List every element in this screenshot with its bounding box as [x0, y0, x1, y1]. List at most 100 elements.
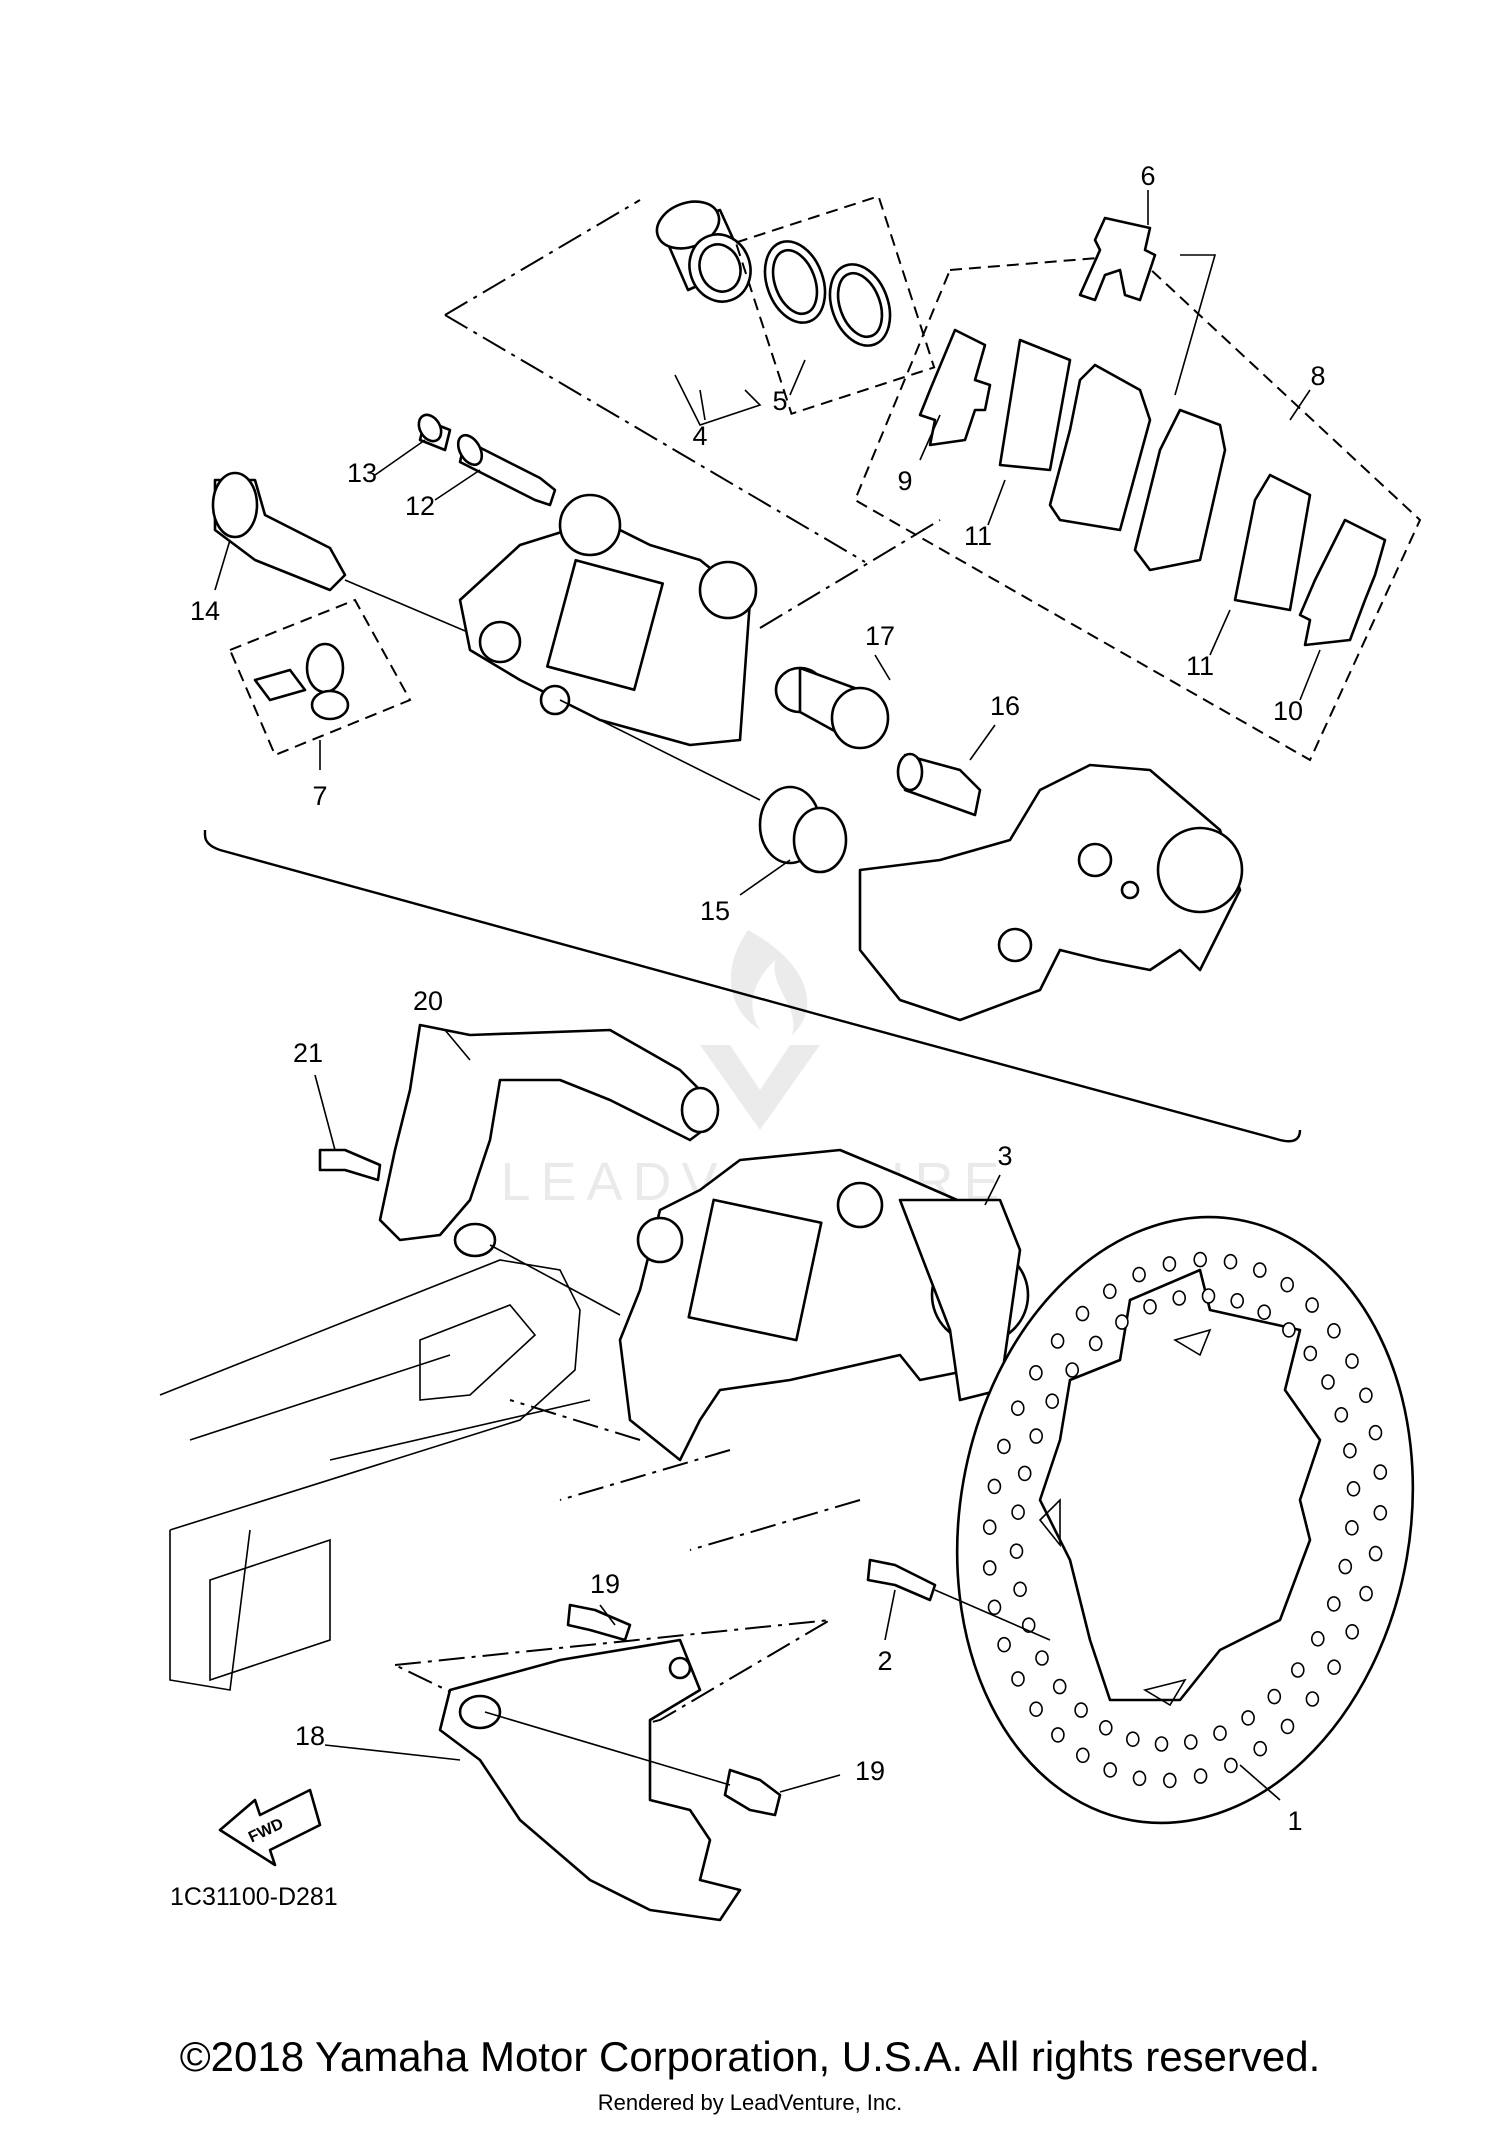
- disc-hole: [1373, 1464, 1388, 1480]
- disc-hole: [1154, 1736, 1169, 1752]
- piston-seals: [763, 240, 892, 347]
- disc-hole: [1373, 1505, 1388, 1521]
- disc-hole: [1253, 1740, 1267, 1757]
- disc-hole: [1253, 1262, 1267, 1278]
- disc-hole: [1193, 1251, 1207, 1268]
- disc-hole: [1213, 1725, 1227, 1741]
- brake-pad-spring: [1078, 216, 1157, 302]
- callout-5: 5: [772, 386, 787, 416]
- sliding-pin-16: [896, 752, 982, 817]
- callout-4: 4: [692, 421, 707, 451]
- disc-bolt: [866, 1558, 937, 1602]
- disc-hole: [1359, 1387, 1373, 1404]
- disc-hole: [982, 1560, 997, 1576]
- disc-hole: [1346, 1481, 1361, 1497]
- disc-hole: [1052, 1678, 1067, 1695]
- callout-19-bottom: 19: [855, 1756, 885, 1786]
- disc-hole: [1291, 1662, 1305, 1678]
- disc-hole: [1172, 1290, 1186, 1306]
- disc-hole: [997, 1636, 1011, 1653]
- callout-11-right: 11: [1186, 651, 1214, 681]
- disc-hole: [1345, 1624, 1359, 1640]
- disc-hole: [1029, 1428, 1043, 1444]
- disc-hole: [1334, 1407, 1349, 1423]
- disc-hole: [1162, 1256, 1177, 1272]
- disc-hole: [1305, 1297, 1319, 1313]
- disc-hole: [1338, 1558, 1353, 1575]
- callout-numbers: 1 2 3 4 5 6 7 8 9 10 11 11 12 13 14 15 1…: [190, 161, 1326, 1836]
- disc-hole: [1011, 1671, 1025, 1687]
- disc-hole: [1029, 1365, 1043, 1381]
- disc-hole: [987, 1478, 1002, 1495]
- disc-hole: [1345, 1520, 1359, 1536]
- rendered-by-credit: Rendered by LeadVenture, Inc.: [597, 2090, 903, 2115]
- callout-6: 6: [1140, 161, 1155, 191]
- callout-7: 7: [312, 781, 327, 811]
- callout-20: 20: [413, 986, 443, 1016]
- swingarm: [159, 1259, 591, 1691]
- callout-8: 8: [1310, 361, 1325, 391]
- disc-hole: [1267, 1688, 1282, 1705]
- disc-hole: [1017, 1465, 1032, 1482]
- disc-hole: [1143, 1299, 1157, 1315]
- callout-10: 10: [1273, 696, 1303, 726]
- sliding-pin-boot-17: [774, 666, 890, 750]
- disc-hole: [1050, 1333, 1065, 1349]
- callout-21: 21: [293, 1038, 323, 1068]
- guard-bolt: [318, 1148, 382, 1182]
- disc-hole: [1345, 1353, 1359, 1369]
- caliper-bolt: [211, 471, 347, 592]
- callout-2: 2: [877, 1646, 892, 1676]
- disc-hole: [1115, 1314, 1129, 1330]
- callout-12: 12: [405, 491, 435, 521]
- copyright-notice: ©2018 Yamaha Motor Corporation, U.S.A. A…: [179, 2033, 1321, 2080]
- callout-19-top: 19: [590, 1569, 620, 1599]
- disc-hole: [1303, 1345, 1318, 1362]
- disc-hole: [1035, 1650, 1049, 1666]
- disc-hole: [1051, 1727, 1065, 1743]
- disc-hole: [982, 1519, 997, 1535]
- disc-hole: [1065, 1362, 1079, 1378]
- bolt-19-top: [566, 1603, 632, 1642]
- callout-14: 14: [190, 596, 220, 626]
- disc-hole: [1282, 1322, 1296, 1338]
- disc-hole: [1132, 1266, 1146, 1283]
- caliper-bracket-upper: [858, 763, 1244, 1022]
- pad-pin-plug: [417, 413, 452, 452]
- disc-hole: [1011, 1504, 1025, 1520]
- forward-arrow-icon: FWD: [218, 1788, 322, 1867]
- disc-hole: [1280, 1718, 1295, 1735]
- brake-pads: [918, 328, 1387, 647]
- disc-hole: [1010, 1400, 1025, 1416]
- disc-hole: [1311, 1631, 1325, 1647]
- disc-hole: [1327, 1596, 1341, 1612]
- pad-pin: [456, 433, 557, 507]
- disc-hole: [1223, 1253, 1238, 1270]
- disc-hole: [1045, 1393, 1059, 1409]
- callout-9: 9: [897, 466, 912, 496]
- disc-hole: [1305, 1691, 1320, 1707]
- disc-hole: [1184, 1734, 1198, 1750]
- disc-hole: [1076, 1747, 1090, 1764]
- boot-15: [758, 785, 848, 874]
- disc-hole: [1163, 1772, 1177, 1789]
- disc-hole: [1074, 1702, 1088, 1718]
- disc-hole: [1099, 1720, 1113, 1736]
- disc-hole: [1321, 1374, 1335, 1390]
- callout-1: 1: [1287, 1806, 1302, 1836]
- disc-hole: [1103, 1283, 1117, 1300]
- disc-hole: [1132, 1770, 1147, 1787]
- disc-guard: [438, 1638, 742, 1922]
- disc-hole: [987, 1599, 1002, 1616]
- callout-13: 13: [347, 458, 377, 488]
- disc-hole: [1009, 1543, 1024, 1559]
- disc-holes: [982, 1251, 1388, 1789]
- piston: [655, 200, 752, 303]
- callout-3: 3: [997, 1141, 1012, 1171]
- disc-hole: [1126, 1731, 1140, 1747]
- disc-hole: [1368, 1424, 1383, 1441]
- disc-hole: [1088, 1335, 1103, 1352]
- disc-hole: [1327, 1323, 1341, 1339]
- disc-hole: [1368, 1545, 1383, 1562]
